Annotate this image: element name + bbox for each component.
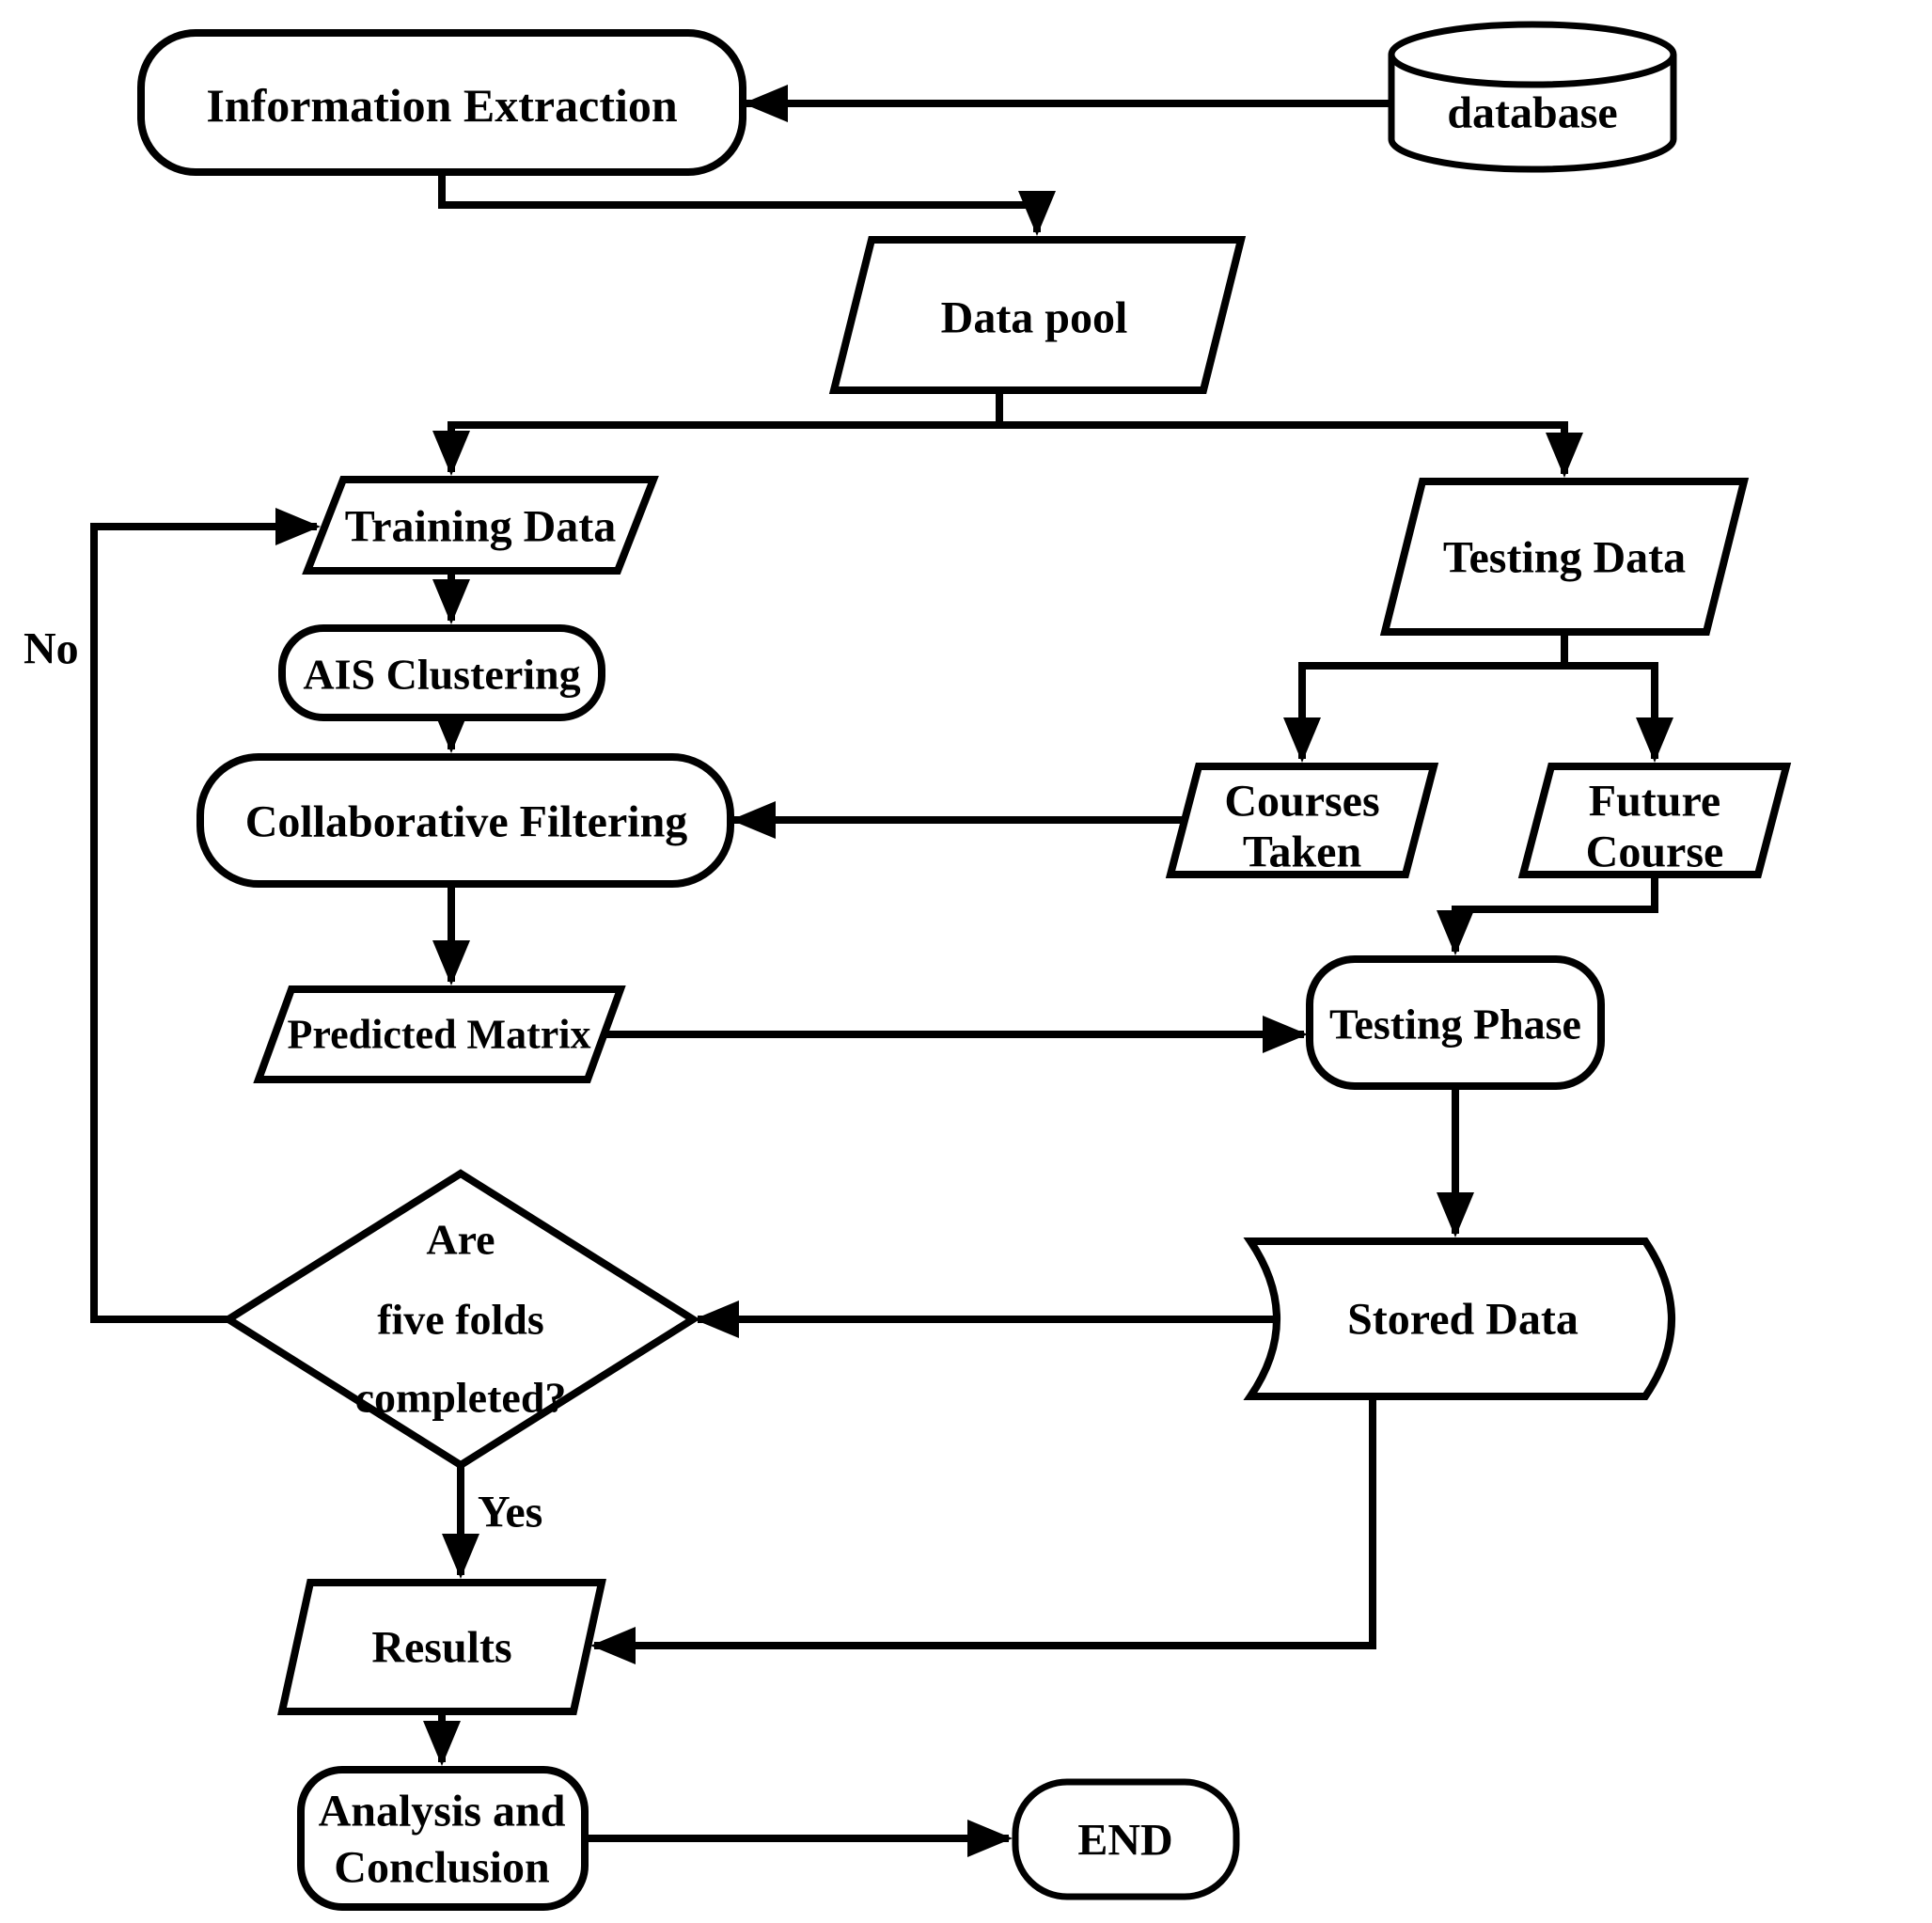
node-information-extraction: Information Extraction <box>137 29 746 176</box>
decision-label-line1: Are <box>426 1216 495 1264</box>
ais-clustering-label: AIS Clustering <box>303 651 580 699</box>
testing-phase-shape <box>1306 955 1605 1090</box>
arrow-future-course-to-testing-phase <box>1437 875 1658 955</box>
edges <box>90 85 1673 1857</box>
no-edge-label: No <box>24 624 79 674</box>
database-cylinder-rim <box>1388 54 1677 88</box>
training-data-shape <box>302 476 659 575</box>
future-course-label-line1: Future <box>1589 777 1720 827</box>
node-analysis-conclusion: Analysis and Conclusion <box>297 1766 589 1911</box>
testing-phase-label: Testing Phase <box>1329 1001 1581 1048</box>
results-label: Results <box>371 1623 511 1673</box>
analysis-conclusion-shape <box>297 1766 589 1911</box>
information-extraction-label: Information Extraction <box>206 79 678 132</box>
node-training-data: Training Data <box>302 476 659 575</box>
arrow-decision-no-to-training-data <box>90 508 321 1323</box>
arrow-information-extraction-to-data-pool <box>438 172 1056 236</box>
node-results: Results <box>277 1579 606 1715</box>
information-extraction-shape <box>137 29 746 176</box>
arrow-data-pool-to-training-data <box>432 421 999 476</box>
node-database: database <box>1388 21 1677 173</box>
courses-taken-label-line2: Taken <box>1243 828 1361 877</box>
node-data-pool: Data pool <box>828 236 1247 394</box>
training-data-label: Training Data <box>345 502 616 552</box>
courses-taken-label-line1: Courses <box>1224 777 1379 827</box>
courses-taken-shape <box>1165 763 1439 878</box>
node-ais-clustering: AIS Clustering <box>278 624 605 721</box>
node-future-course: Future Course <box>1517 763 1792 878</box>
decision-label-line3: completed? <box>355 1374 567 1422</box>
node-stored-data: Stored Data <box>1243 1237 1675 1400</box>
collaborative-filtering-shape <box>196 753 734 888</box>
database-cylinder-shape <box>1388 21 1677 173</box>
decision-label-line2: five folds <box>377 1296 544 1344</box>
stored-data-shape <box>1243 1237 1675 1400</box>
predicted-matrix-shape <box>253 985 626 1083</box>
yes-edge-label: Yes <box>478 1488 542 1537</box>
arrow-testing-data-to-future-course <box>1564 662 1673 763</box>
collaborative-filtering-label: Collaborative Filtering <box>245 797 688 847</box>
data-pool-label: Data pool <box>941 293 1128 343</box>
node-end: END <box>1012 1778 1240 1900</box>
node-collaborative-filtering: Collaborative Filtering <box>196 753 734 888</box>
arrow-stored-data-to-results <box>590 1396 1376 1664</box>
predicted-matrix-label: Predicted Matrix <box>288 1012 591 1058</box>
node-testing-phase: Testing Phase <box>1306 955 1605 1090</box>
decision-diamond-shape <box>221 1169 700 1470</box>
node-predicted-matrix: Predicted Matrix <box>253 985 626 1083</box>
testing-data-shape <box>1379 478 1750 636</box>
data-pool-shape <box>828 236 1247 394</box>
analysis-conclusion-label-line1: Analysis and <box>319 1787 566 1836</box>
future-course-shape <box>1517 763 1792 878</box>
end-shape <box>1012 1778 1240 1900</box>
stored-data-label: Stored Data <box>1347 1295 1579 1345</box>
database-label: database <box>1447 88 1617 138</box>
arrow-testing-data-to-courses-taken <box>1283 662 1564 763</box>
end-label: END <box>1077 1816 1172 1866</box>
node-decision-five-folds: Are five folds completed? <box>221 1169 700 1470</box>
ais-clustering-shape <box>278 624 605 721</box>
node-testing-data: Testing Data <box>1379 478 1750 636</box>
arrow-data-pool-to-testing-data <box>999 421 1583 478</box>
testing-data-label: Testing Data <box>1443 533 1686 583</box>
future-course-label-line2: Course <box>1586 828 1724 877</box>
results-shape <box>277 1579 606 1715</box>
analysis-conclusion-label-line2: Conclusion <box>334 1843 549 1893</box>
node-courses-taken: Courses Taken <box>1165 763 1439 878</box>
